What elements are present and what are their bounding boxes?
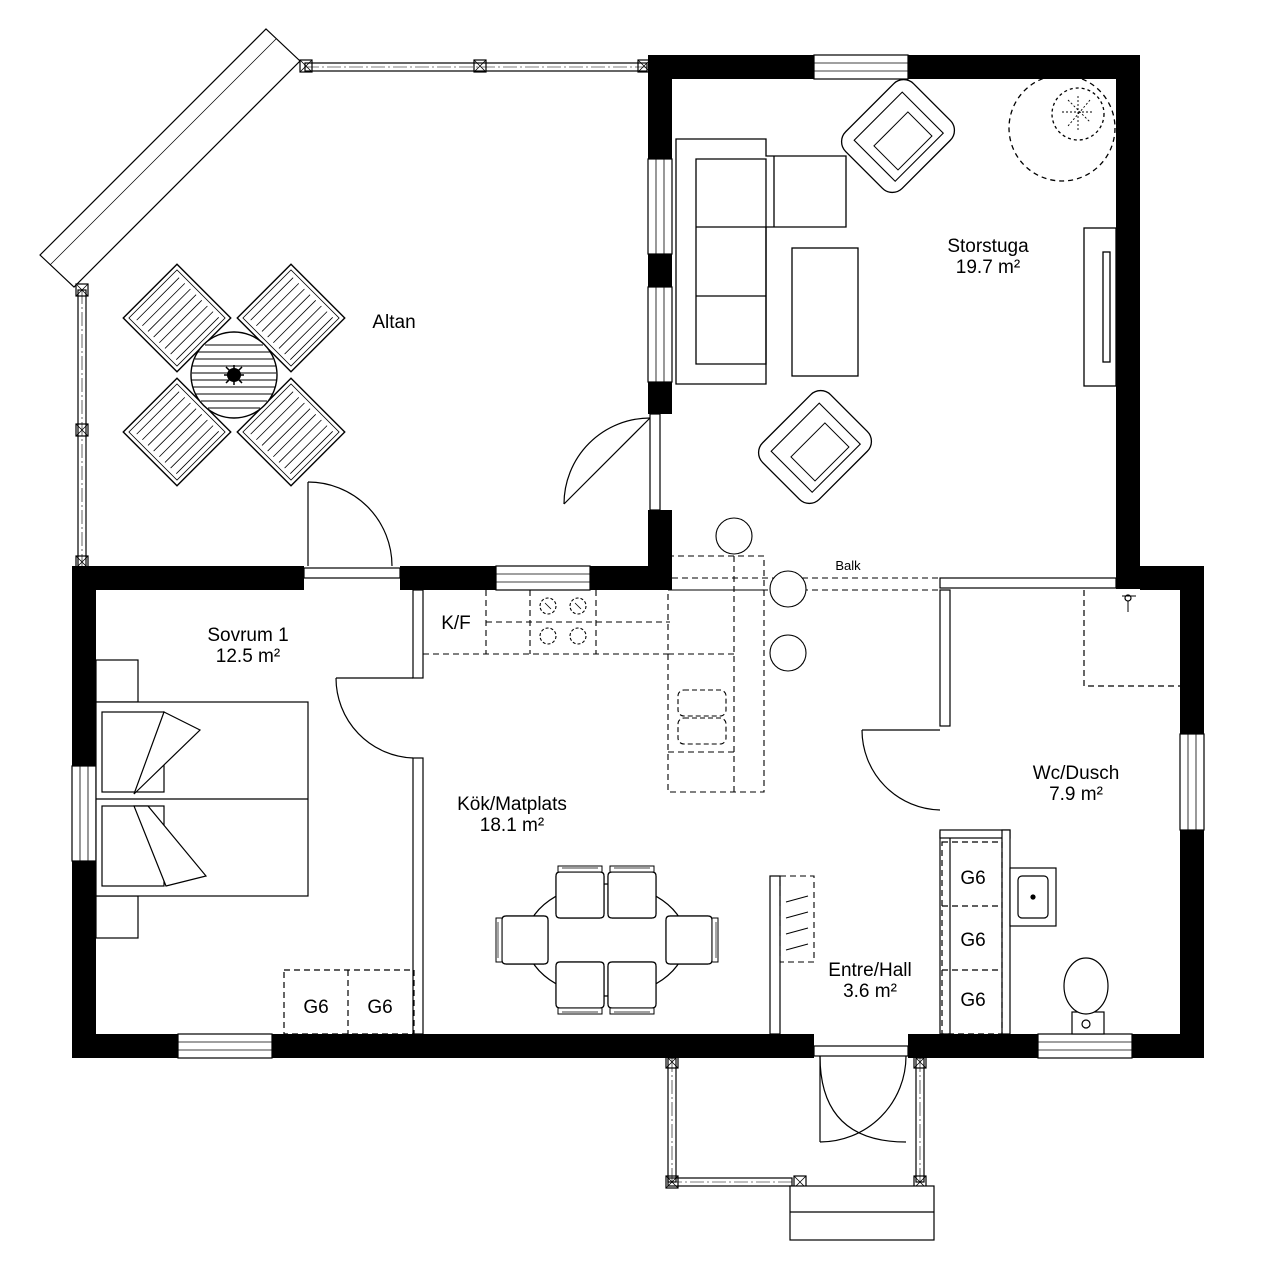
bedroom-furniture: [95, 659, 415, 1035]
storstuga-door: [563, 413, 661, 511]
room-name-sovrum: Sovrum 1: [207, 625, 288, 646]
wardrobe-label: G6: [303, 997, 328, 1018]
hall-rack: [779, 875, 815, 963]
doors: [303, 413, 941, 1143]
windows: [71, 54, 1205, 1059]
wardrobe-label: G6: [960, 868, 985, 889]
altan-door: [303, 481, 401, 579]
interior-walls: [412, 577, 1117, 1035]
room-area-kok: 18.1 m²: [480, 815, 544, 836]
kitchen: [423, 555, 1116, 793]
altan-terrace: [39, 28, 651, 569]
dining-set: [495, 865, 719, 1015]
room-name-storstuga: Storstuga: [947, 236, 1029, 257]
entrance-door: [813, 1045, 909, 1143]
room-area-sovrum: 12.5 m²: [216, 646, 280, 667]
sovrum-door: [335, 677, 414, 759]
room-name-kok: Kök/Matplats: [457, 794, 567, 815]
beam-label: Balk: [835, 558, 861, 573]
room-labels: Altan Storstuga 19.7 m² Sovrum 1 12.5 m²…: [207, 236, 1119, 1018]
room-area-entre: 3.6 m²: [843, 981, 897, 1002]
room-name-entre: Entre/Hall: [828, 960, 911, 981]
terrace-dining-set: [122, 263, 346, 487]
storstuga-furniture: [675, 73, 1117, 510]
wardrobe-label: G6: [960, 990, 985, 1011]
fridge-label: K/F: [441, 613, 471, 634]
wc-door: [861, 729, 941, 811]
wardrobe-label: G6: [960, 930, 985, 951]
wc-furniture: [941, 590, 1180, 1035]
wardrobe-label: G6: [367, 997, 392, 1018]
kitchen-appliances: [539, 517, 807, 745]
room-area-storstuga: 19.7 m²: [956, 257, 1020, 278]
entrance-door-swing: [819, 1055, 907, 1143]
entrance-porch: [665, 1055, 935, 1241]
exterior-walls: [72, 55, 1204, 1058]
altan-railing-diagonal: [39, 28, 301, 288]
room-name-wc: Wc/Dusch: [1033, 763, 1120, 784]
room-name-altan: Altan: [372, 312, 415, 333]
room-area-wc: 7.9 m²: [1049, 784, 1103, 805]
